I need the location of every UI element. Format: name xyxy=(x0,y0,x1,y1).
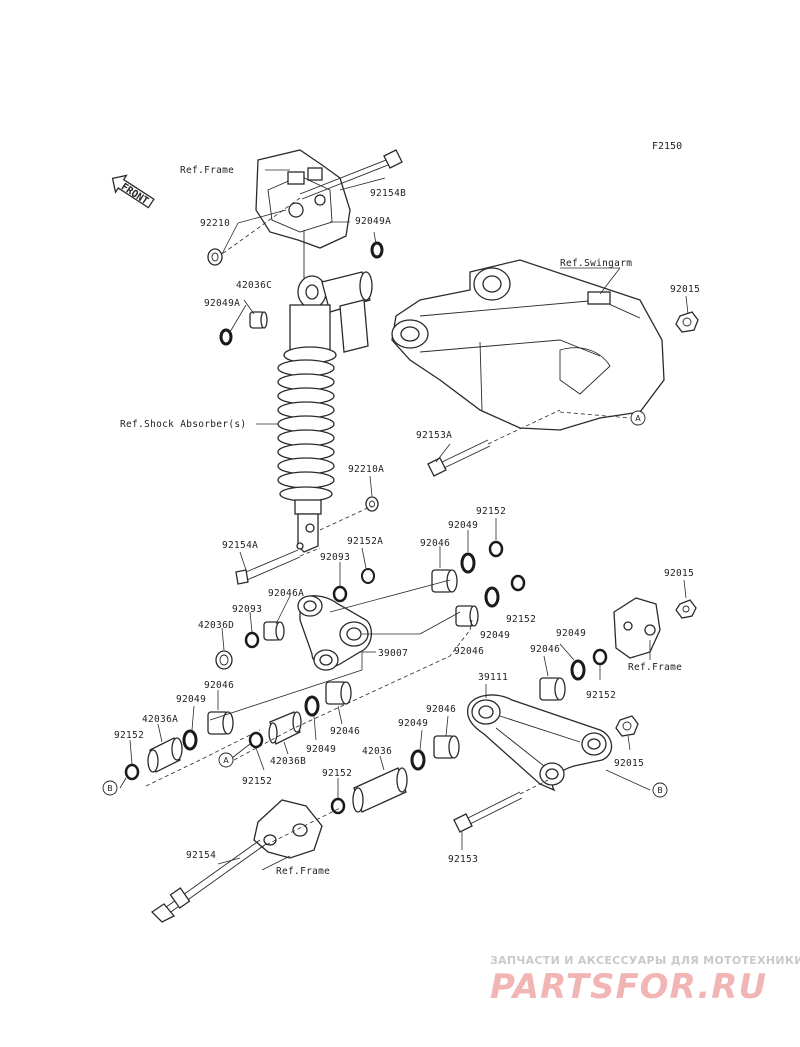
part-label: 92049 xyxy=(398,718,428,729)
nut-92210 xyxy=(207,248,223,266)
part-label: 92049 xyxy=(448,520,478,531)
watermark-tagline: ЗАПЧАСТИ И АКСЕССУАРЫ ДЛЯ МОТОТЕХНИКИ xyxy=(490,954,800,967)
part-label: 92153 xyxy=(448,854,478,865)
ref-frame-right-label: Ref.Frame xyxy=(628,662,682,673)
marker-b-left: B xyxy=(102,780,118,796)
part-label: 42036D xyxy=(198,620,234,631)
part-label: 92152 xyxy=(586,690,616,701)
part-label: 92015 xyxy=(664,568,694,579)
front-arrow-icon: FRONT xyxy=(111,174,155,209)
part-label: 92152 xyxy=(114,730,144,741)
bearing-stack-top xyxy=(431,540,526,627)
part-label: 42036B xyxy=(270,756,306,767)
collar-42036D xyxy=(215,650,233,670)
part-label: 92154A xyxy=(222,540,258,551)
part-label: 92046 xyxy=(330,726,360,737)
marker-a-swingarm: A xyxy=(630,410,646,426)
watermark-logo: PARTSFOR.RU xyxy=(490,967,767,1007)
part-label: 42036A xyxy=(142,714,178,725)
bolt-92153 xyxy=(453,791,523,833)
part-label: 92049 xyxy=(176,694,206,705)
svg-text:B: B xyxy=(107,784,113,793)
bearing-stack-mid xyxy=(304,681,352,717)
marker-a-link: A xyxy=(218,752,234,768)
rocker-arm-39111 xyxy=(466,694,613,792)
ref-frame-top-label: Ref.Frame xyxy=(180,165,234,176)
part-label: 92093 xyxy=(232,604,262,615)
diagram-code: F2150 xyxy=(652,141,682,152)
part-label: 92049 xyxy=(556,628,586,639)
part-label: 92154B xyxy=(370,188,406,199)
swingarm xyxy=(391,259,665,431)
washer-92049A-top xyxy=(370,241,384,259)
part-label: 92049A xyxy=(204,298,240,309)
part-label: 92046 xyxy=(454,646,484,657)
part-label: 92152 xyxy=(476,506,506,517)
part-label: 92046 xyxy=(420,538,450,549)
ref-shock-label: Ref.Shock Absorber(s) xyxy=(120,419,246,430)
svg-text:A: A xyxy=(223,756,229,765)
part-label: 92046A xyxy=(268,588,304,599)
front-arrow-label: FRONT xyxy=(119,182,150,208)
bearing-stack-lower xyxy=(330,735,460,815)
ref-swingarm-label: Ref.Swingarm xyxy=(560,258,632,269)
part-label: 92152A xyxy=(347,536,383,547)
tie-rod-39007 xyxy=(297,595,372,671)
part-label: 92152 xyxy=(506,614,536,625)
part-label: 92046 xyxy=(426,704,456,715)
part-label: 92210A xyxy=(348,464,384,475)
bearing-stack-left xyxy=(124,711,234,781)
marker-b-right: B xyxy=(652,782,668,798)
part-label: 92049A xyxy=(355,216,391,227)
part-label: 92046 xyxy=(204,680,234,691)
part-label: 39007 xyxy=(378,648,408,659)
washer-92049A-lower xyxy=(219,328,233,346)
nut-92210A xyxy=(365,496,379,512)
shock-absorber xyxy=(277,230,373,553)
part-label: 92046 xyxy=(530,644,560,655)
frame-mount-bottom xyxy=(253,799,323,859)
seal-92093-lower xyxy=(244,631,260,649)
part-label: 92152 xyxy=(242,776,272,787)
bearing-92046A xyxy=(263,621,285,641)
part-label: 42036 xyxy=(362,746,392,757)
shock-spring xyxy=(277,359,335,502)
part-label: 92049 xyxy=(480,630,510,641)
nut-92015-top xyxy=(675,311,699,333)
svg-text:A: A xyxy=(635,414,641,423)
part-label: 92153A xyxy=(416,430,452,441)
bearing-stack-center xyxy=(248,711,302,749)
part-label: 92154 xyxy=(186,850,216,861)
leader-lines xyxy=(119,169,689,871)
ref-frame-bottom-label: Ref.Frame xyxy=(276,866,330,877)
nut-92015-lower xyxy=(615,715,639,737)
part-label: 92152 xyxy=(322,768,352,779)
bolt-92154 xyxy=(150,839,267,923)
part-label: 39111 xyxy=(478,672,508,683)
washer-92152A xyxy=(361,568,375,584)
part-label: 92210 xyxy=(200,218,230,229)
part-label: 92049 xyxy=(306,744,336,755)
part-label: 92015 xyxy=(670,284,700,295)
part-label: 92015 xyxy=(614,758,644,769)
part-label: 42036C xyxy=(236,280,272,291)
collar-42036C xyxy=(249,311,268,329)
seal-92093-upper xyxy=(332,585,348,603)
part-label: 92093 xyxy=(320,552,350,563)
svg-text:B: B xyxy=(657,786,663,795)
bolt-92154B xyxy=(299,149,403,200)
frame-mount-right xyxy=(613,597,697,659)
bolt-92154A xyxy=(235,549,301,585)
bolt-92153A xyxy=(427,439,491,477)
